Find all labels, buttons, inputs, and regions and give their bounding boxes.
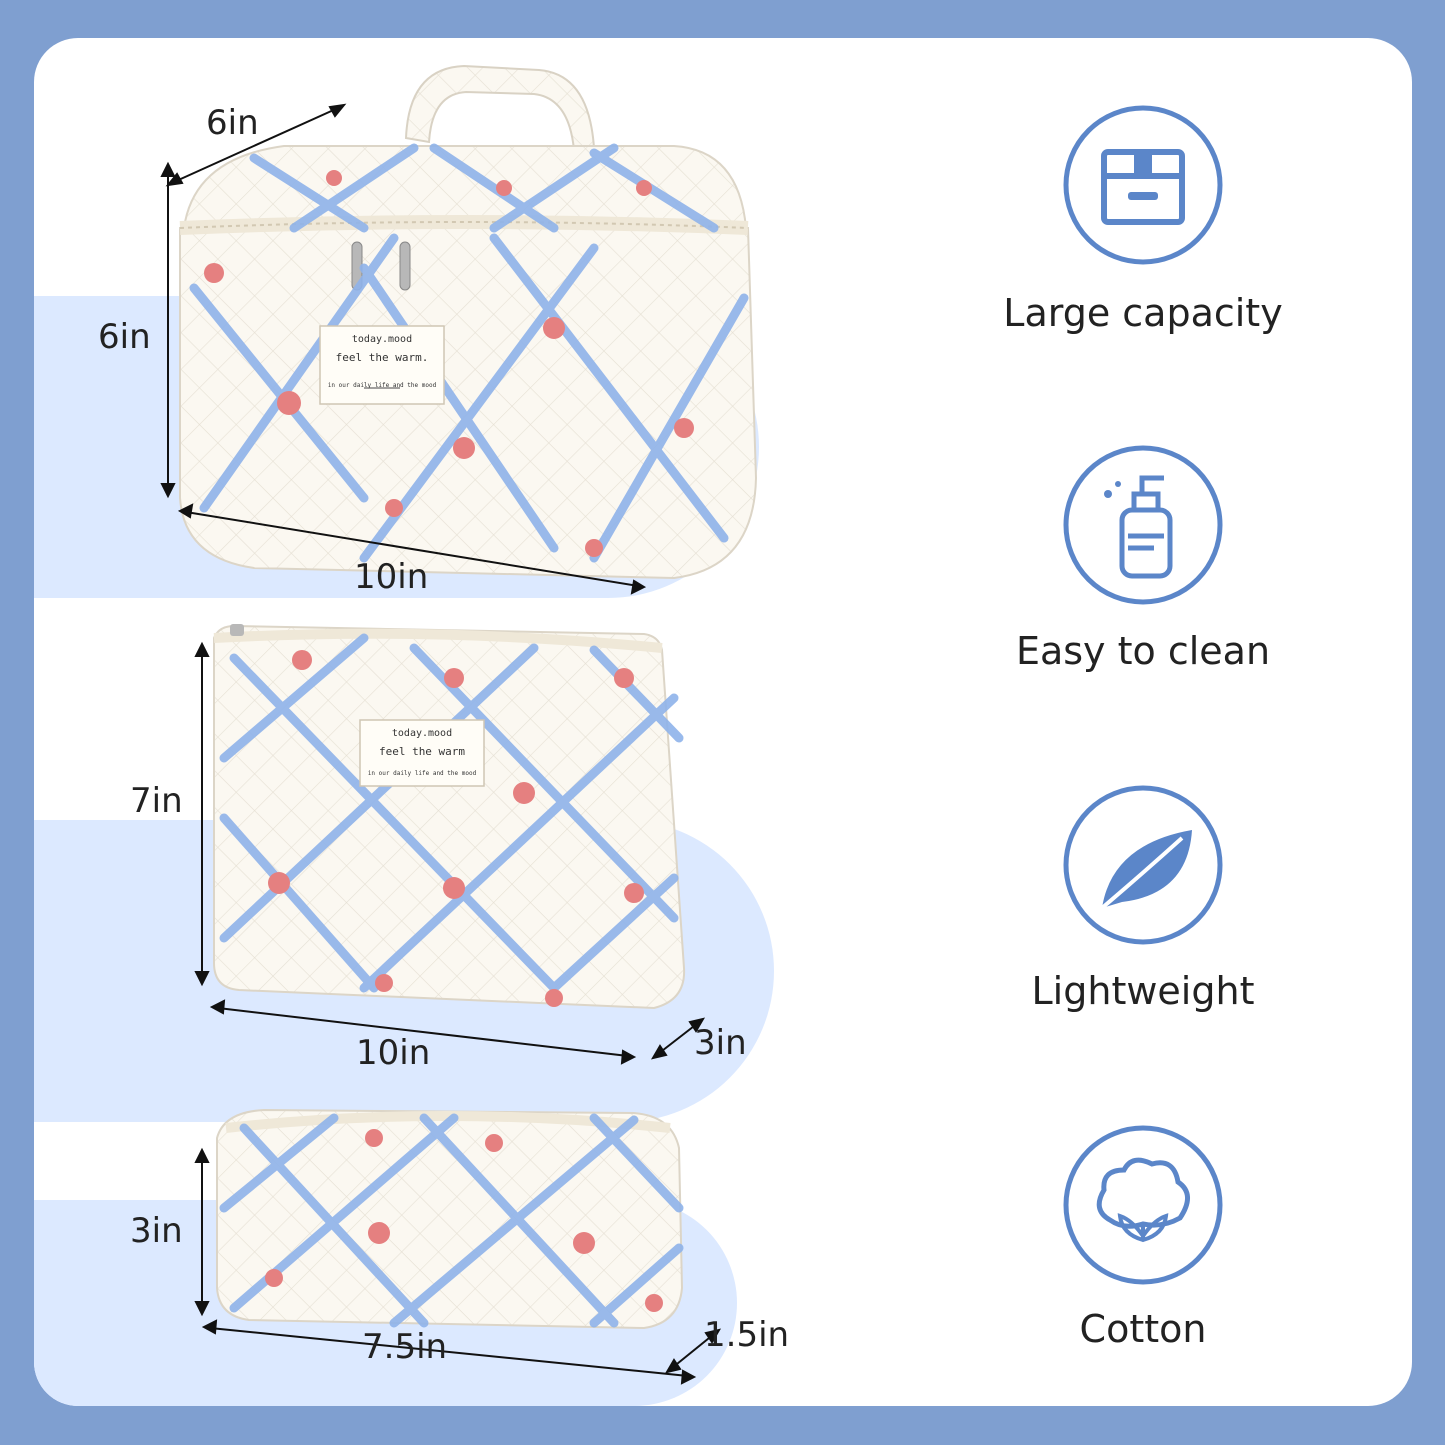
bag-medium-label-line3: in our daily life and the mood [367, 770, 477, 777]
bag-large-height-label: 6in [98, 317, 151, 357]
bag-large-width-label: 10in [354, 557, 429, 597]
feature-label-lightweight: Lightweight [1031, 969, 1255, 1013]
bag-large-label-line3: in our daily life and the mood [327, 382, 437, 389]
bag-large-label-line2: feel the warm. [335, 351, 429, 364]
bag-medium-depth-label: 3in [694, 1023, 747, 1063]
bag-medium-label-line1: today.mood [391, 728, 453, 739]
bag-large-label-line1: today.mood [351, 334, 413, 345]
feature-label-large-capacity: Large capacity [1003, 291, 1283, 335]
box-icon [1063, 105, 1223, 265]
bag-medium-height-label: 7in [130, 781, 183, 821]
card: today.mood feel the warm. in our daily l… [34, 38, 1412, 1406]
leaf-icon [1063, 785, 1223, 945]
feature-label-cotton: Cotton [1079, 1307, 1207, 1351]
soap-bottle-icon [1063, 445, 1223, 605]
bag-medium-label-line2: feel the warm [378, 745, 466, 758]
bag-medium-width-label: 10in [356, 1033, 431, 1073]
bag-large-label: today.mood feel the warm. in our daily l… [320, 334, 444, 389]
cotton-icon [1063, 1125, 1223, 1285]
feature-label-easy-to-clean: Easy to clean [1015, 629, 1271, 673]
bag-large [160, 64, 758, 1385]
bag-small-width-label: 7.5in [362, 1327, 448, 1367]
bag-large-depth-label: 6in [206, 103, 259, 143]
bag-medium-label: today.mood feel the warm in our daily li… [360, 728, 484, 777]
bag-small-height-label: 3in [130, 1211, 183, 1251]
bag-small-depth-label: 1.5in [704, 1315, 790, 1355]
